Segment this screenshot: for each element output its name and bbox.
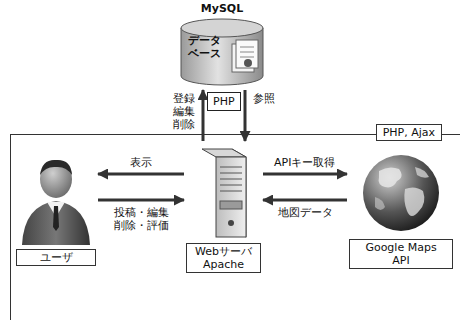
- edge-label: APIキー取得: [273, 156, 336, 169]
- user-icon: [16, 151, 96, 247]
- label-holder: 登録 編集 削除: [168, 92, 196, 132]
- edge-label: 表示: [129, 156, 153, 169]
- edge-label: 投稿・編集 削除・評価: [104, 206, 178, 232]
- globe-icon: [349, 151, 453, 237]
- api-label: Google Maps API: [349, 239, 453, 269]
- database-name: MySQL: [178, 2, 266, 17]
- php-box-label: PHP: [213, 95, 235, 108]
- arrow-connector: [98, 199, 184, 202]
- label-holder: 地図データ: [277, 206, 334, 219]
- edge-label: 地図データ: [277, 206, 334, 219]
- arrow-connector: [263, 173, 347, 176]
- api-node: Google Maps API: [349, 151, 453, 291]
- arrow-connector: [98, 173, 184, 176]
- edge-label: 登録 編集 削除: [168, 92, 196, 132]
- user-label: ユーザ: [16, 249, 96, 266]
- edge-label: 参照: [252, 92, 276, 105]
- server-node: Webサーバ Apache: [186, 143, 261, 293]
- php-box: PHP: [207, 92, 241, 111]
- server-label: Webサーバ Apache: [186, 243, 261, 273]
- label-holder: 参照: [252, 92, 276, 105]
- database-label: データ ベース: [188, 34, 228, 60]
- arrow-connector: [263, 199, 347, 202]
- label-holder: APIキー取得: [273, 156, 336, 169]
- system-frame: PHP, AjaxユーザWebサーバ ApacheGoogle Maps API: [10, 134, 460, 320]
- database-node: MySQL データ ベース: [178, 2, 266, 88]
- web-server-icon: [186, 143, 261, 241]
- label-holder: 投稿・編集 削除・評価: [104, 206, 178, 232]
- label-holder: 表示: [129, 156, 153, 169]
- frame-label: PHP, Ajax: [376, 124, 442, 141]
- user-node: ユーザ: [16, 151, 96, 291]
